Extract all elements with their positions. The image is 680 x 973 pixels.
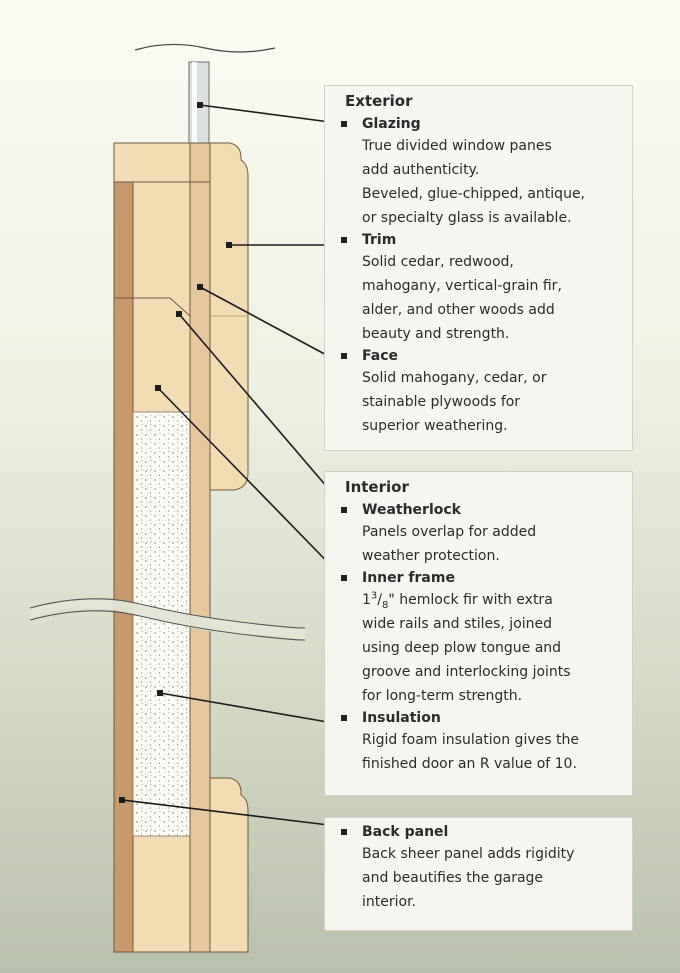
trim-title: Trim	[362, 232, 397, 248]
frac-denominator: 8	[382, 599, 389, 611]
interior-heading: Interior	[345, 478, 409, 496]
inner-frame-title: Inner frame	[362, 570, 455, 586]
back-panel-callout-box: Back panel Back sheer panel adds rigidit…	[324, 817, 633, 931]
inner-frame-item: Inner frame 13/8" hemlock fir with extra…	[341, 568, 622, 708]
exterior-callout-box: Exterior Glazing True divided window pan…	[324, 85, 633, 451]
frac-whole: 1	[362, 592, 371, 608]
face-title: Face	[362, 348, 398, 364]
trim-line-4: beauty and strength.	[362, 326, 510, 342]
inner-frame-line-1: 13/8" hemlock fir with extra	[362, 590, 553, 611]
weatherlock-title: Weatherlock	[362, 502, 461, 518]
back-panel-item: Back panel Back sheer panel adds rigidit…	[341, 822, 622, 914]
leader-dots	[119, 102, 232, 803]
weatherlock-line-2: weather protection.	[362, 548, 500, 564]
glazing-line-4: or specialty glass is available.	[362, 210, 572, 226]
insulation-title: Insulation	[362, 710, 441, 726]
back-panel-title: Back panel	[362, 824, 449, 840]
face-strip	[189, 181, 211, 953]
trim-line-3: alder, and other woods add	[362, 302, 555, 318]
glazing-line-3: Beveled, glue-chipped, antique,	[362, 186, 586, 202]
face-line-3: superior weathering.	[362, 418, 508, 434]
bullet-icon	[341, 575, 347, 581]
frac-numerator: 3	[370, 590, 378, 602]
trim-molding-upper	[209, 142, 249, 491]
exterior-heading: Exterior	[345, 92, 413, 110]
insulation-line-2: finished door an R value of 10.	[362, 756, 577, 772]
glazing-title: Glazing	[362, 116, 421, 132]
back-panel-line-1: Back sheer panel adds rigidity	[362, 846, 575, 862]
inner-frame-line-5: for long-term strength.	[362, 688, 523, 704]
trim-item: Trim Solid cedar, redwood, mahogany, ver…	[341, 230, 622, 346]
trim-line-2: mahogany, vertical-grain fir,	[362, 278, 562, 294]
weatherlock-joint	[114, 297, 191, 317]
top-rail	[113, 142, 192, 183]
top-break-line	[134, 43, 276, 53]
inner-frame-line-2: wide rails and stiles, joined	[362, 616, 553, 632]
weatherlock-item: Weatherlock Panels overlap for added wea…	[341, 500, 622, 568]
bullet-icon	[341, 829, 347, 835]
glazing-item: Glazing True divided window panes add au…	[341, 114, 622, 230]
trim-line-1: Solid cedar, redwood,	[362, 254, 514, 270]
bullet-icon	[341, 121, 347, 127]
bullet-icon	[341, 237, 347, 243]
interior-callout-box: Interior Weatherlock Panels overlap for …	[324, 471, 633, 796]
trim-molding-lower	[209, 777, 249, 953]
middle-break-band	[30, 598, 305, 640]
inner-frame-line-3: using deep plow tongue and	[362, 640, 562, 656]
inner-frame-line-4: groove and interlocking joints	[362, 664, 571, 680]
face-item: Face Solid mahogany, cedar, or stainable…	[341, 346, 622, 438]
bullet-icon	[341, 715, 347, 721]
insulation-item: Insulation Rigid foam insulation gives t…	[341, 708, 622, 776]
inner-frame-line-1-rest: " hemlock fir with extra	[388, 592, 553, 608]
face-line-2: stainable plywoods for	[362, 394, 521, 410]
glazing-line-1: True divided window panes	[362, 138, 552, 154]
bullet-icon	[341, 353, 347, 359]
glazing-line-2: add authenticity.	[362, 162, 480, 178]
leader-lines	[121, 104, 346, 828]
weatherlock-line-1: Panels overlap for added	[362, 524, 537, 540]
insulation-line-1: Rigid foam insulation gives the	[362, 732, 579, 748]
face-line-1: Solid mahogany, cedar, or	[362, 370, 547, 386]
back-panel-line-2: and beautifies the garage	[362, 870, 544, 886]
bullet-icon	[341, 507, 347, 513]
back-panel-line-3: interior.	[362, 894, 416, 910]
